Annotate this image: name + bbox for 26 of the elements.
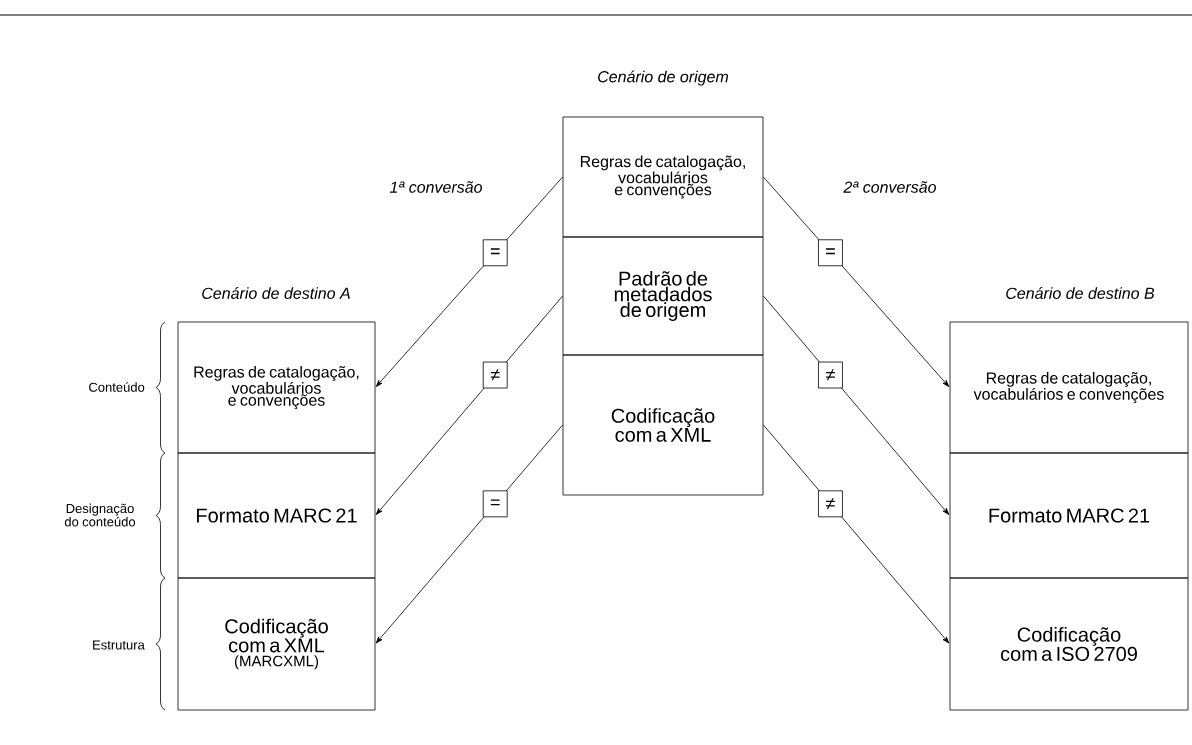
text-box: Regras de catalogação, vocabulários e convenções <box>949 321 1189 454</box>
arrow <box>375 424 563 644</box>
arrow <box>375 295 563 515</box>
conversion-label: 2ª conversão <box>843 181 936 193</box>
text-box: Codificação com a XML <box>562 354 764 496</box>
text-box: Codificação com a XML (MARCXML) <box>177 577 376 711</box>
scenario-heading: Cenário de destino B <box>1006 287 1155 299</box>
layer-label: Conteúdo <box>89 382 145 392</box>
text-box: Regras de catalogação, vocabulários e convenções <box>177 321 376 454</box>
scenario-heading: Cenário de destino A <box>202 287 350 299</box>
text-box: Formato MARC 21 <box>177 452 376 579</box>
layer-label: Designação do conteúdo <box>64 503 136 527</box>
arrow <box>763 295 950 515</box>
edge-label: ≠ <box>490 369 500 381</box>
text-box: Regras de catalogação, vocabulários e convenções <box>562 116 764 238</box>
text-box: Formato MARC 21 <box>949 452 1189 579</box>
edge-label: = <box>826 248 835 255</box>
layer-label: Estrutura <box>93 640 145 650</box>
edge-label: ≠ <box>826 498 835 510</box>
edge-label: = <box>490 248 500 255</box>
scenario-heading: Cenário de origem <box>598 70 729 86</box>
text-box: Codificação com a ISO 2709 <box>949 577 1189 711</box>
edge-label: = <box>490 499 500 506</box>
edge-label: ≠ <box>826 369 835 381</box>
conversion-label: 1ª conversão <box>389 181 482 193</box>
text-box: Padrão de metadados de origem <box>562 236 764 356</box>
